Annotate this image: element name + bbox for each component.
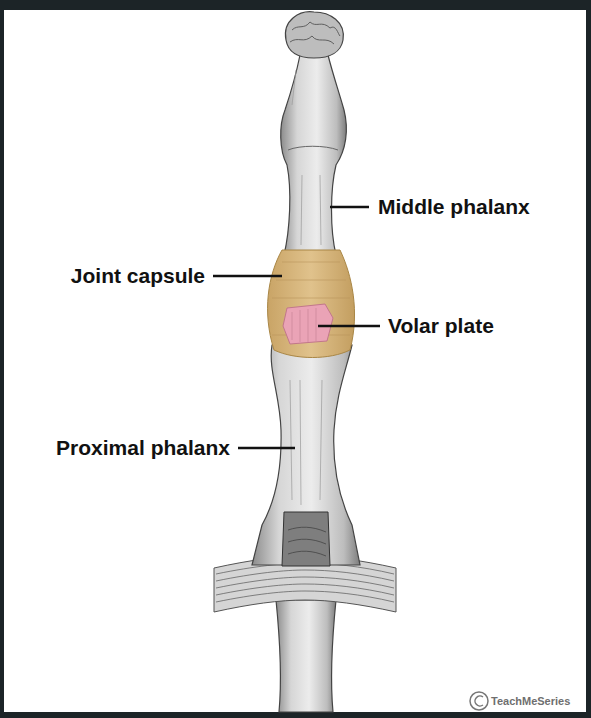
part-label: Middle phalanx — [378, 194, 530, 220]
part-label: Joint capsule — [71, 263, 205, 289]
leader-lines — [213, 207, 380, 448]
copyright-mark — [470, 692, 488, 710]
part-label: Proximal phalanx — [56, 435, 230, 461]
part-label: Volar plate — [388, 313, 494, 339]
watermark: TeachMeSeries — [491, 694, 570, 708]
